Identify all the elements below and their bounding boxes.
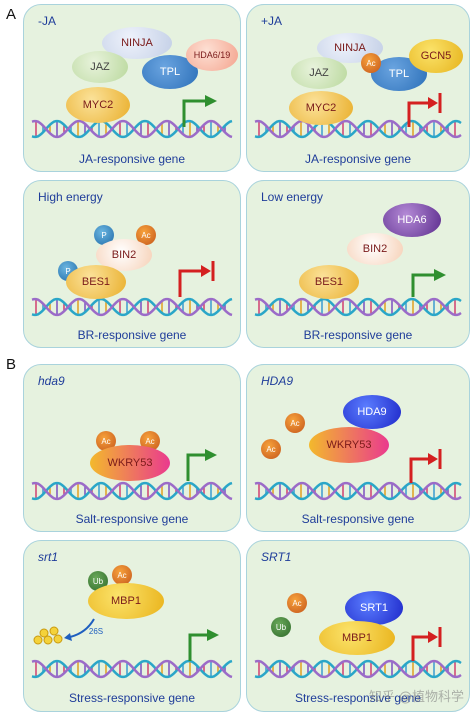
jaz-node: JAZ [72, 51, 128, 83]
dna-helix [31, 449, 233, 501]
repressed-arrow-icon [407, 101, 431, 127]
section-a-label: A [6, 6, 17, 23]
ninja-node: NINJA [102, 27, 172, 59]
watermark: 知乎 @植物科学 [368, 690, 464, 705]
panel-title: High energy [38, 190, 103, 204]
panel-title: hda9 [38, 374, 65, 388]
phosphate-icon: P [94, 225, 114, 245]
panel-title: SRT1 [261, 550, 292, 564]
panel-srt1-wildtype: SRT1 Ac Ub SRT1 MBP1 Stress-responsive g… [246, 540, 470, 712]
gcn5-node: GCN5 [409, 39, 463, 73]
dna-helix [254, 449, 462, 501]
hda9-node: HDA9 [343, 395, 401, 429]
gene-label: BR-responsive gene [77, 328, 187, 342]
wkry53-node: WKRY53 [309, 427, 389, 463]
active-arrow-icon [411, 273, 437, 297]
gene-label: Salt-responsive gene [75, 512, 189, 526]
wkry53-node: WKRY53 [90, 445, 170, 481]
bin2-node: BIN2 [347, 233, 403, 265]
dna-strand [31, 297, 233, 317]
dna-strand [31, 481, 233, 501]
dna-strand [254, 481, 462, 501]
gene-label: BR-responsive gene [303, 328, 413, 342]
ac-node: Ac [285, 413, 305, 433]
repressed-arrow-icon [409, 457, 431, 483]
gene-label: Salt-responsive gene [301, 512, 415, 526]
repressed-arrow-icon [411, 635, 431, 661]
panel-title: -JA [38, 14, 56, 28]
hda-node: HDA6/19 [186, 39, 238, 71]
panel-hda9-mutant: hda9 Ac Ac WKRY53 Salt-responsive gene [23, 364, 241, 532]
panel-title: Low energy [261, 190, 324, 204]
active-arrow-icon [188, 633, 210, 661]
section-b-label: B [6, 356, 17, 373]
myc2-node: MYC2 [66, 87, 130, 123]
ac-node: Ac [287, 593, 307, 613]
dna-strand [254, 481, 462, 501]
dna-helix [254, 93, 462, 139]
bes1-node: BES1 [66, 265, 126, 299]
panel-title: HDA9 [261, 374, 294, 388]
dna-strand [31, 659, 233, 679]
bes1-node: BES1 [299, 265, 359, 299]
dna-helix [31, 618, 233, 679]
proteasome-icon [33, 626, 63, 645]
dna-strand [254, 297, 462, 317]
active-arrow-icon [182, 99, 208, 127]
srt1-node: SRT1 [345, 591, 403, 625]
dna-strand [254, 659, 462, 679]
gene-label: Stress-responsive gene [294, 691, 422, 705]
panel-ja-plus: +JA NINJA JAZ TPL Ac GCN5 MYC2 JA-respon… [246, 4, 470, 172]
dna-strand [254, 659, 462, 679]
degradation-arrow-icon [69, 618, 95, 638]
ac-node: Ac [261, 439, 281, 459]
dna-helix [254, 627, 462, 679]
dna-strand [31, 659, 233, 679]
dna-strand [31, 481, 233, 501]
myc2-node: MYC2 [289, 91, 353, 125]
mbp1-node: MBP1 [319, 621, 395, 655]
gene-label: Stress-responsive gene [68, 691, 196, 705]
panel-high-energy: High energy P Ac BIN2 P BES1 BR-responsi… [23, 180, 241, 348]
dna-helix [31, 95, 233, 139]
panel-hda9-wildtype: HDA9 Ac Ac HDA9 WKRY53 Salt-responsive g… [246, 364, 470, 532]
dna-strand [31, 119, 233, 139]
panel-low-energy: Low energy HDA6 BIN2 BES1 BR-responsive … [246, 180, 470, 348]
ac-node: Ac [361, 53, 381, 73]
active-arrow-icon [186, 453, 208, 481]
panel-title: srt1 [38, 550, 59, 564]
jaz-node: JAZ [291, 57, 347, 89]
gene-label: JA-responsive gene [78, 152, 186, 166]
dna-helix [31, 261, 233, 317]
panel-srt1-mutant: srt1 Ub Ac MBP1 26S Stress-responsive ge… [23, 540, 241, 712]
dna-helix [254, 269, 462, 317]
ub-node: Ub [271, 617, 291, 637]
ac-node: Ac [136, 225, 156, 245]
panel-ja-minus: -JA NINJA JAZ TPL HDA6/19 MYC2 JA-respon… [23, 4, 241, 172]
dna-strand [254, 119, 462, 139]
dna-strand [254, 119, 462, 139]
panel-title: +JA [261, 14, 283, 28]
dna-strand [31, 297, 233, 317]
dna-strand [254, 297, 462, 317]
ac-node: Ac [112, 565, 132, 585]
gene-label: JA-responsive gene [304, 152, 412, 166]
label-26s: 26S [88, 626, 104, 636]
dna-strand [31, 119, 233, 139]
repressed-arrow-icon [178, 269, 204, 297]
mbp1-node: MBP1 [88, 583, 164, 619]
hda6-node: HDA6 [383, 203, 441, 237]
